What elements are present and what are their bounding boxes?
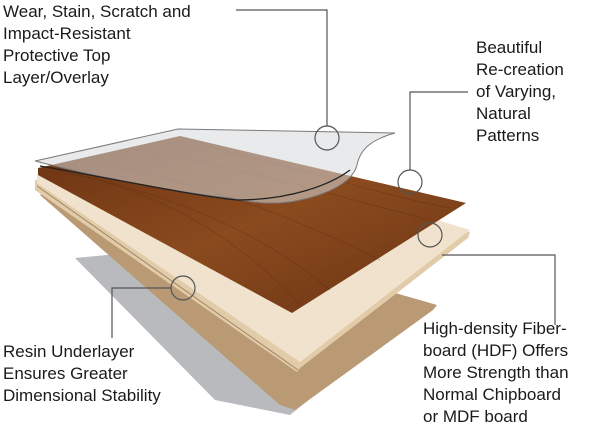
- callout-hdf-text: High-density Fiber- board (HDF) Offers M…: [423, 319, 569, 426]
- callout-pattern-text: Beautiful Re-creation of Varying, Natura…: [476, 38, 564, 145]
- callout-resin-text: Resin Underlayer Ensures Greater Dimensi…: [3, 342, 161, 405]
- callout-lines: [111, 9, 556, 338]
- overlay-curl-edge: [39, 165, 351, 201]
- tongue-groove-line: [36, 185, 299, 371]
- callout-overlay-text: Wear, Stain, Scratch and Impact-Resistan…: [3, 2, 191, 87]
